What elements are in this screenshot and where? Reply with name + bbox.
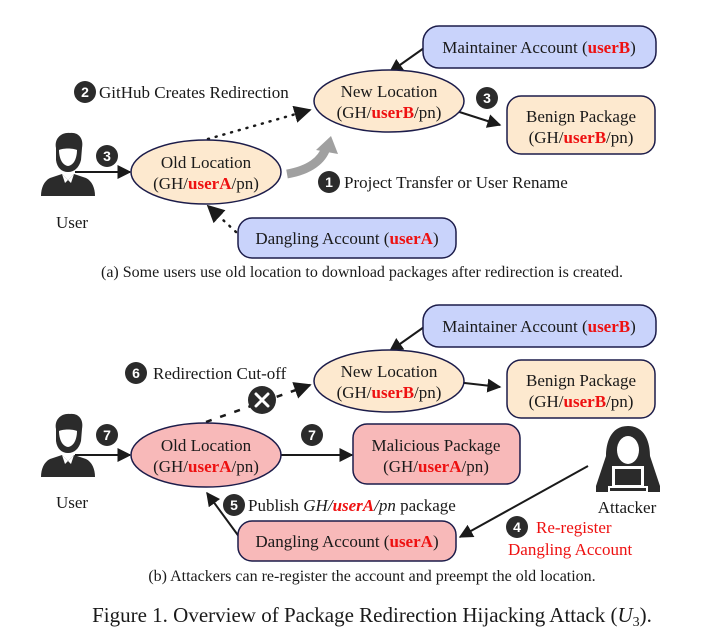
step-5-label: Publish GH/userA/pn package — [248, 496, 456, 515]
svg-text:3: 3 — [483, 90, 491, 106]
old-location-title: Old Location — [161, 153, 252, 172]
step-7-old-badge: 7 — [301, 424, 323, 446]
transfer-arrowhead — [316, 136, 338, 154]
dangling-account-node[interactable]: Dangling Account (userA) — [237, 217, 457, 259]
step-4-badge: 4 — [506, 516, 528, 538]
new-location-title: New Location — [341, 82, 438, 101]
benign-package-node[interactable]: Benign Package (GH/userB/pn) — [506, 95, 656, 155]
svg-text:3: 3 — [103, 148, 111, 164]
old-location-path-b: (GH/userA/pn) — [153, 457, 259, 476]
figure-caption: Figure 1. Overview of Package Redirectio… — [92, 603, 652, 630]
old-location-node-b[interactable]: Old Location (GH/userA/pn) — [130, 422, 282, 488]
panel-a-caption: (a) Some users use old location to downl… — [101, 264, 623, 281]
svg-text:7: 7 — [308, 427, 316, 443]
attacker-to-dangling-edge — [458, 465, 589, 538]
svg-text:2: 2 — [81, 84, 89, 100]
user-label: User — [56, 213, 88, 232]
old-location-node[interactable]: Old Location (GH/userA/pn) — [130, 139, 282, 205]
user-icon-b — [41, 413, 95, 477]
step-7-user-badge: 7 — [96, 424, 118, 446]
svg-text:1: 1 — [325, 174, 333, 190]
maintainer-to-new-edge-b — [388, 326, 425, 352]
step-3-new-badge: 3 — [476, 87, 498, 109]
step-5-badge: 5 — [223, 494, 245, 516]
malicious-package-node[interactable]: Malicious Package (GH/userA/pn) — [352, 423, 521, 485]
benign-package-path-b: (GH/userB/pn) — [529, 392, 634, 411]
new-location-path-b: (GH/userB/pn) — [337, 383, 442, 402]
maintainer-account-label-b: Maintainer Account (userB) — [442, 317, 636, 336]
dangling-to-old-edge-b — [206, 491, 241, 539]
malicious-package-path: (GH/userA/pn) — [383, 457, 489, 476]
step-6-label: Redirection Cut-off — [153, 364, 287, 383]
panel-b-caption: (b) Attackers can re-register the accoun… — [148, 568, 595, 585]
maintainer-to-new-edge — [388, 47, 425, 73]
old-location-title-b: Old Location — [161, 436, 252, 455]
cut-off-x-icon — [248, 386, 276, 414]
cut-redirection-edge — [205, 382, 312, 424]
user-label-b: User — [56, 493, 88, 512]
step-4-label-line1: Re-register — [536, 518, 612, 537]
dangling-account-node-b[interactable]: Dangling Account (userA) — [237, 520, 457, 562]
attacker-label: Attacker — [598, 498, 657, 517]
dangling-account-label: Dangling Account (userA) — [255, 229, 438, 248]
step-4-label-line2: Dangling Account — [508, 540, 632, 559]
step-1-badge: 1 — [318, 171, 340, 193]
new-location-title-b: New Location — [341, 362, 438, 381]
svg-text:7: 7 — [103, 427, 111, 443]
step-6-badge: 6 — [125, 362, 147, 384]
user-icon — [41, 132, 95, 196]
svg-text:6: 6 — [132, 365, 140, 381]
dangling-to-old-edge — [206, 204, 238, 234]
step-3-user-badge: 3 — [96, 145, 118, 167]
old-location-path: (GH/userA/pn) — [153, 174, 259, 193]
malicious-package-title: Malicious Package — [372, 436, 501, 455]
redirection-edge — [206, 105, 312, 141]
svg-text:5: 5 — [230, 497, 238, 513]
step-2-label: GitHub Creates Redirection — [99, 83, 289, 102]
benign-package-title: Benign Package — [526, 107, 636, 126]
transfer-arrow — [286, 146, 331, 179]
benign-package-node-b[interactable]: Benign Package (GH/userB/pn) — [506, 359, 656, 419]
new-location-path: (GH/userB/pn) — [337, 103, 442, 122]
maintainer-account-node-b[interactable]: Maintainer Account (userB) — [422, 304, 657, 348]
step-2-badge: 2 — [74, 81, 96, 103]
benign-package-title-b: Benign Package — [526, 371, 636, 390]
new-location-node-b[interactable]: New Location (GH/userB/pn) — [313, 349, 465, 413]
maintainer-account-node[interactable]: Maintainer Account (userB) — [422, 25, 657, 69]
new-location-node[interactable]: New Location (GH/userB/pn) — [313, 69, 465, 133]
step-1-label: Project Transfer or User Rename — [344, 173, 568, 192]
svg-text:4: 4 — [513, 519, 521, 535]
panel-a: Old Location (GH/userA/pn) New Location … — [41, 25, 657, 281]
attacker-icon — [596, 426, 660, 492]
benign-package-path: (GH/userB/pn) — [529, 128, 634, 147]
maintainer-account-label: Maintainer Account (userB) — [442, 38, 636, 57]
panel-b: Old Location (GH/userA/pn) New Location … — [41, 304, 660, 585]
dangling-account-label-b: Dangling Account (userA) — [255, 532, 438, 551]
